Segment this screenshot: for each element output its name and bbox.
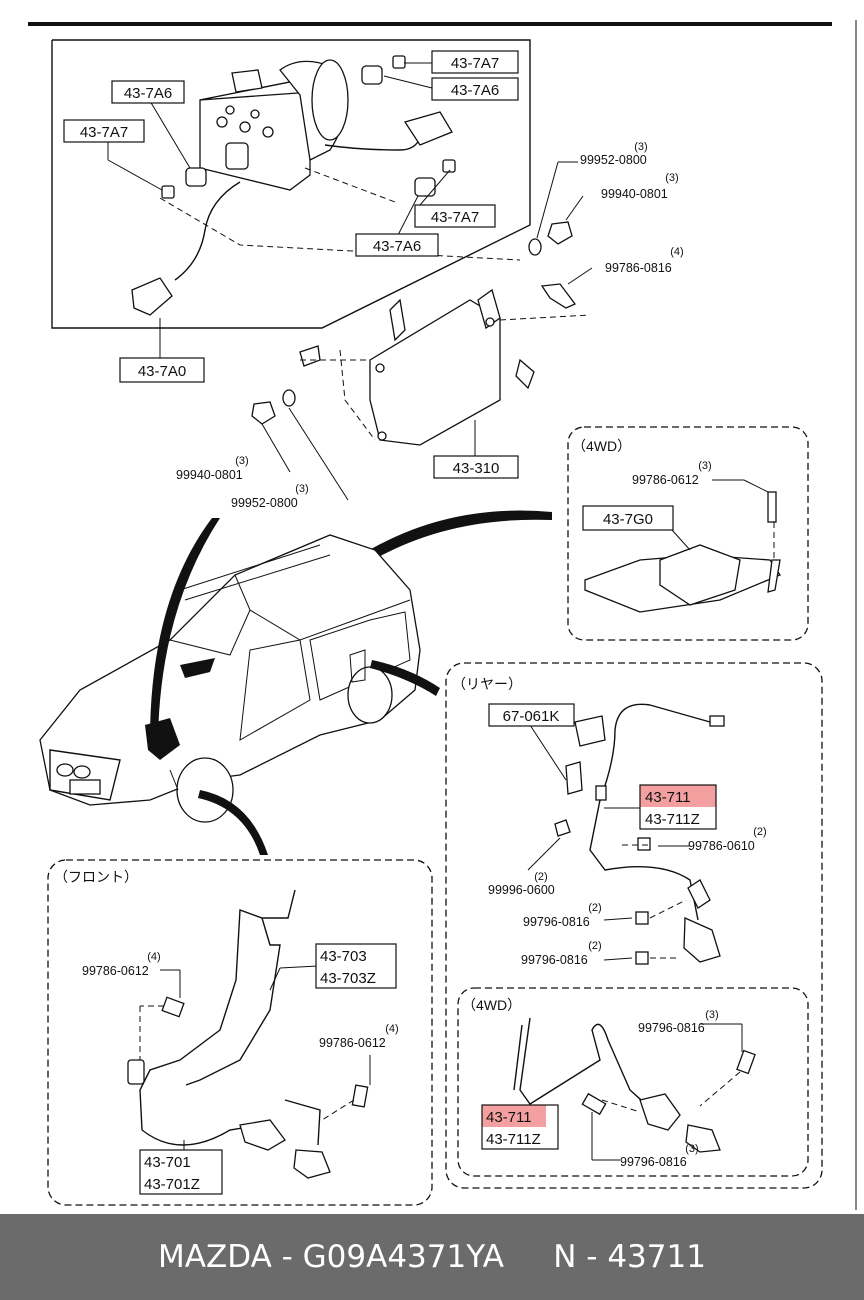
svg-text:(2): (2) <box>753 826 766 838</box>
svg-text:(3): (3) <box>685 1143 698 1155</box>
pointer-to-gsensor <box>320 510 552 590</box>
pn-p12: 99796-0816 <box>620 1155 687 1169</box>
svg-text:(3): (3) <box>634 141 647 153</box>
label-43-703Z: 43-703Z <box>320 970 376 987</box>
bolt-right <box>540 283 577 309</box>
svg-text:43-7A0: 43-7A0 <box>138 363 186 380</box>
pn-p7: 99786-0610 <box>688 839 755 853</box>
mount-rubber-left <box>185 167 207 187</box>
nut-left <box>251 401 276 425</box>
abs-hydraulic-unit <box>199 59 349 191</box>
svg-text:(3): (3) <box>295 483 308 495</box>
footer-part-number: MAZDA - G09A4371YA N - 43711 <box>158 1239 706 1275</box>
washer-right <box>528 238 542 256</box>
label-43-7A6-bottom: 43-7A6 <box>355 233 439 257</box>
mount-bolt-left <box>161 185 175 199</box>
label-43-7A7-bottom: 43-7A7 <box>414 204 496 228</box>
caution-label <box>574 715 606 747</box>
svg-text:43-7A7: 43-7A7 <box>431 209 479 226</box>
svg-text:(3): (3) <box>705 1009 718 1021</box>
pn-p11: 99796-0816 <box>638 1021 705 1035</box>
highlight-43-711-rear4wd <box>482 1105 546 1127</box>
rear-section-box: （リヤー） 67-061K 43-711 43-711Z (2) 99786-0 <box>445 662 823 1189</box>
label-43-7A7-left: 43-7A7 <box>63 119 145 143</box>
svg-text:(4): (4) <box>670 246 683 258</box>
label-43-310: 43-310 <box>433 455 519 479</box>
clip-99996-0600 <box>554 819 571 837</box>
pointer-to-rear <box>370 660 440 696</box>
label-43-701: 43-701 <box>144 1154 191 1171</box>
svg-text:(4): (4) <box>385 1023 398 1035</box>
section-4wd-rear: （4WD） <box>462 997 521 1013</box>
abs-assembly-frame <box>51 39 531 329</box>
nut-right <box>547 221 573 245</box>
label-43-701Z: 43-701Z <box>144 1176 200 1193</box>
front-knuckle-bracket <box>239 1119 286 1151</box>
label-43-7A6-top: 43-7A6 <box>431 77 519 101</box>
svg-text:(4): (4) <box>147 951 160 963</box>
front-wheel-speed-sensor <box>293 1149 331 1179</box>
label-43-7A7-top: 43-7A7 <box>431 50 519 74</box>
front-section-box: （フロント） 43-703 43-703Z 43-701 43-701Z (4)… <box>47 859 433 1206</box>
svg-text:43-7A7: 43-7A7 <box>451 55 499 72</box>
svg-text:43-7A6: 43-7A6 <box>373 238 421 255</box>
bolt-99786-0610 <box>637 837 651 851</box>
pn-p8: 99996-0600 <box>488 883 555 897</box>
mount-rubber-top <box>361 65 383 85</box>
label-43-7A0: 43-7A0 <box>119 357 205 383</box>
pn-p3: 99786-0816 <box>605 261 672 275</box>
svg-text:43-7A7: 43-7A7 <box>80 124 128 141</box>
rear-wheel-speed-sensor <box>683 917 721 963</box>
pointer-to-abs <box>150 518 220 740</box>
svg-text:(2): (2) <box>588 940 601 952</box>
pn-p13: 99786-0612 <box>82 964 149 978</box>
label-43-711-rear4wd: 43-711 <box>486 1109 532 1126</box>
pn-p1: 99952-0800 <box>580 153 647 167</box>
label-43-7A6-left: 43-7A6 <box>111 80 185 104</box>
pn-p14: 99786-0612 <box>319 1036 386 1050</box>
label-43-711Z-rear4wd: 43-711Z <box>486 1131 541 1148</box>
label-43-703: 43-703 <box>320 948 367 965</box>
svg-text:(3): (3) <box>698 460 711 472</box>
section-front: （フロント） <box>54 869 138 885</box>
highlight-43-711-rear <box>640 785 716 807</box>
svg-text:(3): (3) <box>235 455 248 467</box>
g-sensor-box: （4WD） (3) 99786-0612 43-7G0 <box>567 426 809 641</box>
label-67-061K: 67-061K <box>503 708 560 725</box>
front-harness-clip <box>127 1059 145 1085</box>
section-rear: （リヤー） <box>452 676 522 692</box>
label-43-7G0: 43-7G0 <box>603 511 653 528</box>
mount-bolt-top <box>392 55 406 69</box>
pn-p6: 99786-0612 <box>632 473 699 487</box>
svg-text:43-7A6: 43-7A6 <box>451 82 499 99</box>
pointer-to-front <box>198 790 268 855</box>
abs-bracket <box>299 288 591 458</box>
pn-p5: 99952-0800 <box>231 496 298 510</box>
footer-bar: MAZDA - G09A4371YA N - 43711 <box>0 1214 864 1300</box>
section-4wd-top: （4WD） <box>572 438 631 454</box>
washer-left <box>282 389 296 407</box>
pn-p10: 99796-0816 <box>521 953 588 967</box>
mount-bolt-bottom <box>442 159 456 173</box>
pn-p2: 99940-0801 <box>601 187 668 201</box>
rear-4wd-section-box: （4WD） 43-711 43-711Z (3) 99796-0816 (3) … <box>457 987 809 1177</box>
pn-p4: 99940-0801 <box>176 468 243 482</box>
label-43-711-rear: 43-711 <box>645 789 691 806</box>
abs-connector <box>131 277 173 316</box>
vehicle-illustration <box>39 534 421 823</box>
rear-4wd-sensor-bracket <box>639 1093 681 1131</box>
label-43-711Z-rear: 43-711Z <box>645 811 700 828</box>
svg-text:(2): (2) <box>534 871 547 883</box>
svg-text:(2): (2) <box>588 902 601 914</box>
abs-unit-group <box>51 39 531 358</box>
abs-right-connector <box>403 111 453 146</box>
pn-p9: 99796-0816 <box>523 915 590 929</box>
parts-diagram: 43-7A7 43-7A6 43-7A6 43-7A7 43-7A7 43-7A… <box>28 20 857 1210</box>
mount-rubber-bottom <box>414 177 436 197</box>
rear-4wd-wheel-sensor <box>685 1124 721 1153</box>
svg-text:(3): (3) <box>665 172 678 184</box>
svg-text:43-310: 43-310 <box>453 460 500 477</box>
svg-text:43-7A6: 43-7A6 <box>124 85 172 102</box>
